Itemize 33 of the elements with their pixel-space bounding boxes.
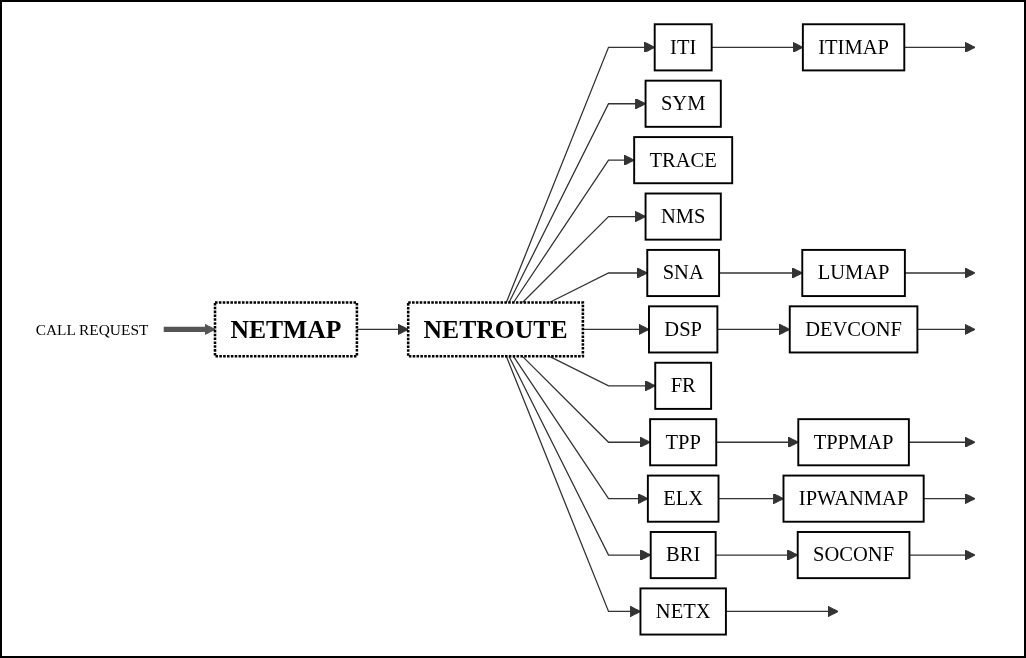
node-box: BRI [649,530,717,579]
arrow [163,323,216,335]
node-box: NETROUTE [406,300,585,358]
node-box: ITIMAP [801,22,906,71]
arrow [923,492,976,504]
node-box: SOCONF [796,530,911,579]
arrow [521,355,651,448]
node-box: SYM [644,79,722,128]
node-box: FR [654,361,713,410]
node-box: DEVCONF [788,304,919,354]
node-box: SNA [646,248,721,297]
node-box: TPPMAP [797,417,910,466]
arrow [521,210,647,303]
arrow [508,97,647,303]
node-box: LUMAP [801,248,906,297]
arrow [356,323,409,335]
node-box: NMS [644,192,722,241]
node-box: ELX [646,474,720,523]
arrow [908,436,976,448]
arrow [512,355,649,504]
node-box: TPP [649,417,718,466]
arrow [904,266,976,279]
node-box: IPWANMAP [782,474,925,523]
node-box: NETMAP [213,300,359,358]
node-box: NETX [639,587,727,636]
arrow [725,605,839,617]
node-box: ITI [653,22,713,71]
node-box: TRACE [633,135,734,184]
arrow [505,355,641,617]
arrow [548,355,656,392]
node-box: DSP [648,304,719,354]
node-text: CALL REQUEST [35,320,149,338]
arrow [512,154,635,303]
